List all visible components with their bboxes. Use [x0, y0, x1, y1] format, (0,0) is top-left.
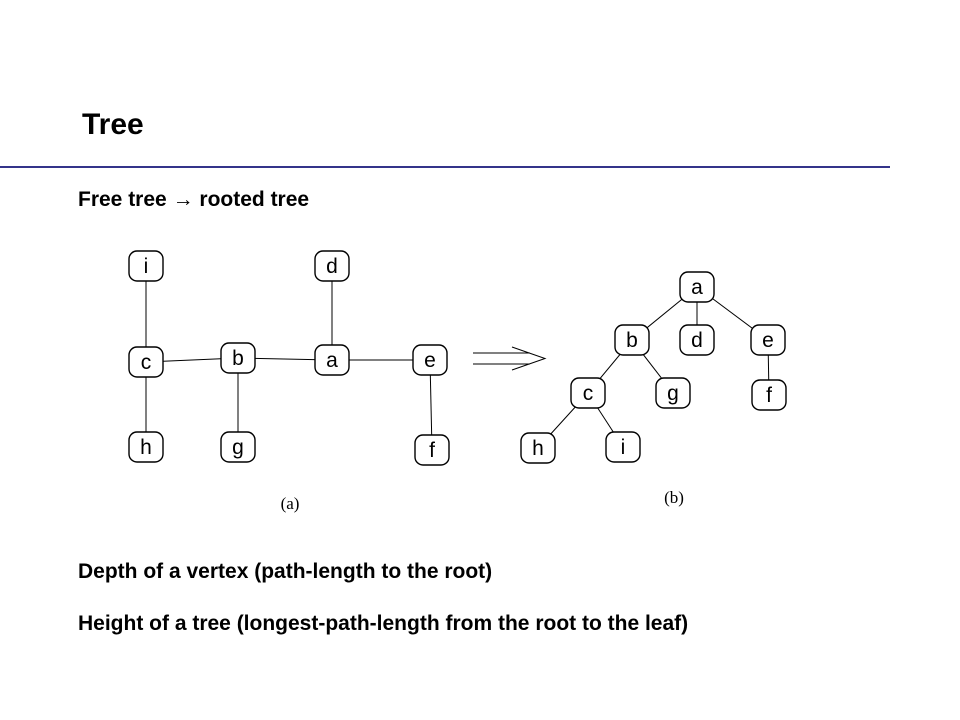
- rooted-tree-edges: [537, 286, 770, 449]
- free-tree-node-label-c: c: [141, 351, 152, 374]
- free-tree-node-box-a: [314, 344, 350, 376]
- free-tree-node-label-b: b: [232, 347, 244, 370]
- rooted-tree-node-label-i: i: [621, 436, 626, 459]
- free-tree-edges: [145, 266, 433, 451]
- rooted-tree-node-f: f: [751, 379, 787, 411]
- rooted-tree-node-box-g: [655, 377, 691, 409]
- free-tree-node-h: h: [128, 431, 164, 463]
- rooted-tree-nodes: a b d e c g f h i: [520, 271, 787, 464]
- free-tree-node-box-g: [220, 431, 256, 463]
- rooted-tree-node-label-h: h: [532, 437, 544, 460]
- rooted-tree-node-g: g: [655, 377, 691, 409]
- free-tree-node-g: g: [220, 431, 256, 463]
- rooted-tree-node-label-d: d: [691, 329, 703, 352]
- free-tree-node-label-g: g: [232, 436, 244, 459]
- free-tree-nodes: i d c b a e h g f: [128, 250, 450, 466]
- free-tree-node-label-e: e: [424, 349, 436, 372]
- rooted-tree-node-c: c: [570, 377, 606, 409]
- free-tree-node-b: b: [220, 342, 256, 374]
- rooted-tree-node-label-a: a: [691, 276, 703, 299]
- rooted-tree-node-d: d: [679, 324, 715, 356]
- rooted-tree-node-box-d: [679, 324, 715, 356]
- free-tree-node-box-h: [128, 431, 164, 463]
- height-definition: Height of a tree (longest-path-length fr…: [78, 612, 689, 635]
- rooted-tree-node-h: h: [520, 432, 556, 464]
- page-title: Tree: [82, 108, 144, 141]
- free-tree-node-d: d: [314, 250, 350, 282]
- free-tree-node-label-d: d: [326, 255, 338, 278]
- free-tree-node-box-d: [314, 250, 350, 282]
- free-tree-node-f: f: [414, 434, 450, 466]
- subtitle: Free tree → rooted tree: [78, 188, 309, 212]
- free-tree-node-a: a: [314, 344, 350, 376]
- rooted-tree-node-box-h: [520, 432, 556, 464]
- depth-definition: Depth of a vertex (path-length to the ro…: [78, 560, 493, 583]
- free-tree-node-e: e: [412, 344, 448, 376]
- rooted-tree-node-box-a: [679, 271, 715, 303]
- rooted-tree-node-box-i: [605, 431, 641, 463]
- free-tree-node-i: i: [128, 250, 164, 282]
- free-tree-node-box-c: [128, 346, 164, 378]
- rooted-tree-node-box-b: [614, 324, 650, 356]
- free-tree-node-box-i: [128, 250, 164, 282]
- rooted-tree-node-b: b: [614, 324, 650, 356]
- title-divider: [0, 166, 890, 168]
- free-tree-node-box-e: [412, 344, 448, 376]
- rooted-tree-node-a: a: [679, 271, 715, 303]
- subtitle-prefix: Free tree: [78, 188, 167, 211]
- rooted-tree-node-label-g: g: [667, 382, 679, 405]
- subtitle-suffix: rooted tree: [199, 188, 310, 211]
- rooted-tree-node-label-f: f: [766, 384, 772, 407]
- rooted-tree-node-label-e: e: [762, 329, 774, 352]
- free-tree-caption: (a): [281, 494, 300, 513]
- free-tree-node-label-h: h: [140, 436, 152, 459]
- transform-arrow-icon: [473, 346, 547, 371]
- free-tree-node-label-a: a: [326, 349, 338, 372]
- free-tree-node-label-f: f: [429, 439, 435, 462]
- rooted-tree-node-box-e: [750, 324, 786, 356]
- rooted-tree-node-i: i: [605, 431, 641, 463]
- rooted-tree-node-label-b: b: [626, 329, 638, 352]
- free-tree-node-box-b: [220, 342, 256, 374]
- right-arrow-icon: →: [172, 188, 194, 211]
- rooted-tree-node-label-c: c: [583, 382, 594, 405]
- free-tree-node-box-f: [414, 434, 450, 466]
- rooted-tree-node-e: e: [750, 324, 786, 356]
- rooted-tree-caption: (b): [664, 488, 684, 507]
- rooted-tree-node-box-f: [751, 379, 787, 411]
- free-tree-node-label-i: i: [144, 255, 149, 278]
- free-tree-node-c: c: [128, 346, 164, 378]
- rooted-tree-node-box-c: [570, 377, 606, 409]
